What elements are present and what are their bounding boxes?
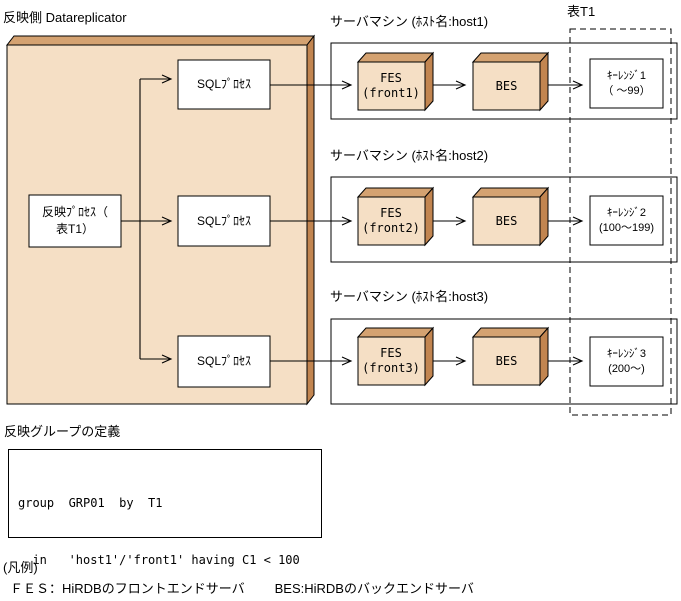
fes-3d-box-1 <box>356 51 435 112</box>
key-range-label-3: ｷｰﾚﾝｼﾞ3 (200～) <box>590 337 663 386</box>
server-machine-box-host1 <box>330 42 678 120</box>
key2-range-name: ｷｰﾚﾝｼﾞ2 <box>606 206 647 219</box>
reflect-process-line2: 表T1） <box>55 222 94 236</box>
bes-3d-box-2 <box>471 186 550 247</box>
key3-range-name: ｷｰﾚﾝｼﾞ3 <box>606 347 647 360</box>
sql-process-box-3 <box>177 335 271 388</box>
fes1-front: (front1) <box>362 86 420 100</box>
fes-3d-box-2 <box>356 186 435 247</box>
legend-bes-text: BES:HiRDBのバックエンドサーバ <box>274 581 474 596</box>
fes2-front: (front2) <box>362 221 420 235</box>
reflect-process-label: 反映ﾌﾟﾛｾｽ（ 表T1） <box>29 195 121 247</box>
key2-range-values: (100～199) <box>598 221 655 234</box>
key1-range-name: ｷｰﾚﾝｼﾞ1 <box>606 69 647 82</box>
group-definition-code-box: group GRP01 by T1 in 'host1'/'front1' ha… <box>8 449 322 567</box>
key-range-label-1: ｷｰﾚﾝｼﾞ1 （ ～99） <box>590 59 663 108</box>
fes-label-3: FES (front3) <box>354 337 428 385</box>
bes-label-2: BES <box>495 213 518 228</box>
table-t1-dashed-frame <box>569 28 672 416</box>
fes3-front: (front3) <box>362 361 420 375</box>
reflect-process-line1: 反映ﾌﾟﾛｾｽ（ <box>41 205 108 219</box>
code-line-2: in 'host1'/'front1' having C1 < 100 <box>18 553 300 567</box>
code-line-1: group GRP01 by T1 <box>18 496 163 510</box>
fes-3d-box-3 <box>356 326 435 387</box>
group-definition-title: 反映グループの定義 <box>4 424 121 439</box>
bes-3d-box-3 <box>471 326 550 387</box>
key-range-box-3 <box>589 336 664 387</box>
sql-process-box-1 <box>177 59 271 110</box>
fes2-name: FES <box>380 206 402 220</box>
table-t1-label: 表T1 <box>567 4 596 19</box>
fes-label-2: FES (front2) <box>354 197 428 245</box>
fes3-name: FES <box>380 346 402 360</box>
legend-title: (凡例) <box>3 560 38 575</box>
key-range-box-1 <box>589 58 664 109</box>
reflect-process-box <box>28 194 122 248</box>
server-machine-box-host2 <box>330 176 678 263</box>
key1-range-values: （ ～99） <box>602 84 651 97</box>
legend-fes-text: ＦＥＳ：HiRDBのフロントエンドサーバ <box>10 581 245 596</box>
fes1-name: FES <box>380 71 402 85</box>
key3-range-values: (200～) <box>608 362 645 375</box>
fes-label-1: FES (front1) <box>354 62 428 110</box>
key-range-box-2 <box>589 195 664 246</box>
server-machine-label-host2: サーバマシン (ﾎｽﾄ名:host2) <box>330 148 489 163</box>
sql-process-label-2: SQLﾌﾟﾛｾｽ <box>196 213 251 228</box>
sql-process-label-3: SQLﾌﾟﾛｾｽ <box>196 354 251 368</box>
page-title: 反映側 Datareplicator <box>3 10 127 25</box>
bes-label-3: BES <box>495 353 518 368</box>
bes-3d-box-1 <box>471 51 550 112</box>
sql-process-label-1: SQLﾌﾟﾛｾｽ <box>196 77 251 91</box>
bes-label-1: BES <box>495 78 518 93</box>
sql-process-box-2 <box>177 195 271 247</box>
server-machine-label-host1: サーバマシン (ﾎｽﾄ名:host1) <box>330 14 489 29</box>
legend-line: ＦＥＳ：HiRDBのフロントエンドサーバ BES:HiRDBのバックエンドサーバ <box>10 578 474 597</box>
key-range-label-2: ｷｰﾚﾝｼﾞ2 (100～199) <box>590 196 663 245</box>
server-machine-label-host3: サーバマシン (ﾎｽﾄ名:host3) <box>330 289 489 304</box>
